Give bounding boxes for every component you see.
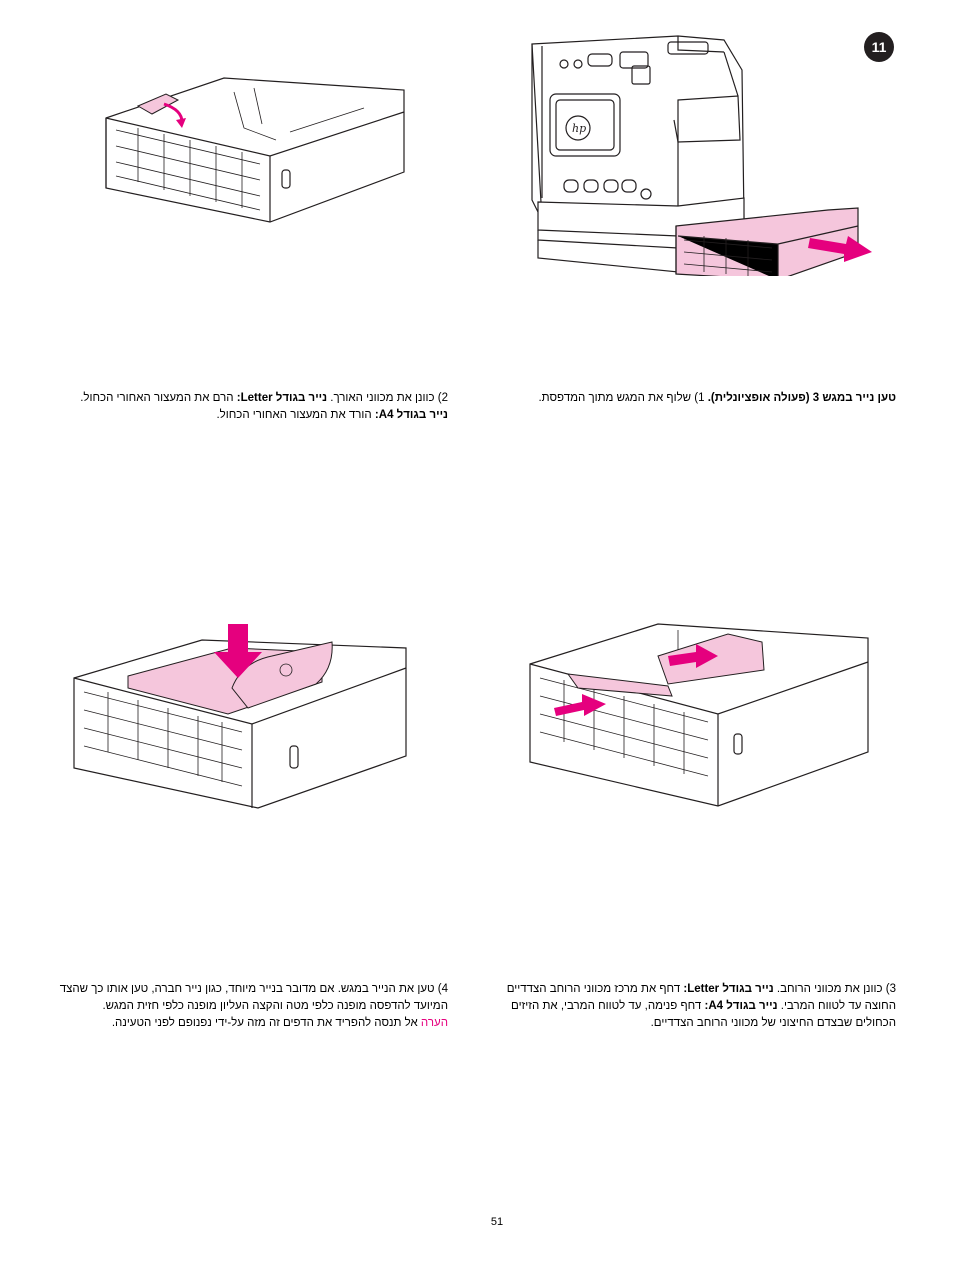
step4-body: 4) טען את הנייר במגש. אם מדובר בנייר מיו… xyxy=(58,981,448,1015)
step1-title: טען נייר במגש 3 (פעולה אופציונלית). xyxy=(707,392,896,404)
step1-text: שלוף את המגש מתוך המדפסת. xyxy=(538,392,692,404)
printer-tray-pulled-illustration: hp xyxy=(531,35,872,276)
step3-a4-label: נייר בגודל A4: xyxy=(704,1000,778,1012)
push-arrow-upper xyxy=(668,644,718,668)
step3-a4-text: דחף פנימה, עד לטווח המרבי, את הזיזים הכח… xyxy=(511,1000,896,1029)
step3-letter-label: נייר בגודל Letter: xyxy=(683,983,774,995)
load-arrow xyxy=(214,624,262,678)
step2-a4-text: הורד את המעצור האחורי הכחול. xyxy=(216,409,372,421)
step3-letter-text: דחף את מרכז מכווני הרוחב הצדדיים החוצה ע… xyxy=(506,983,896,1012)
step4-caption: 4) טען את הנייר במגש. אם מדובר בנייר מיו… xyxy=(58,981,448,1032)
step4-number: 4) xyxy=(437,983,448,995)
step4-text: טען את הנייר במגש. אם מדובר בנייר מיוחד,… xyxy=(59,983,448,1012)
tray-rear-stop-illustration xyxy=(105,77,405,223)
tray-width-guides-illustration xyxy=(529,623,869,807)
step2-text-a: כוונן את מכווני האורך. xyxy=(330,392,435,404)
step2-a4-label: נייר בגודל A4: xyxy=(374,409,448,421)
push-arrow-lower xyxy=(554,694,606,716)
hp-logo: hp xyxy=(572,122,586,135)
step1-number: 1) xyxy=(694,392,705,404)
tray-load-paper-illustration xyxy=(73,624,407,809)
step4-note: הערה אל תנסה להפריד את הדפים זה מזה על-י… xyxy=(58,1015,448,1032)
step2-letter-label: נייר בגודל Letter: xyxy=(236,392,328,404)
pull-arrow xyxy=(808,236,872,262)
step3-number: 3) xyxy=(885,983,896,995)
step2-caption: 2) כוונן את מכווני האורך. נייר בגודל Let… xyxy=(80,390,448,424)
step1-caption: טען נייר במגש 3 (פעולה אופציונלית). 1) ש… xyxy=(500,390,896,407)
step-number-badge: 11 xyxy=(864,32,894,62)
step2-number: 2) xyxy=(437,392,448,404)
page-number: 51 xyxy=(490,1216,504,1228)
step3-text-a: כוונן את מכווני הרוחב. xyxy=(776,983,883,995)
note-text: אל תנסה להפריד את הדפים זה מזה על-ידי נפ… xyxy=(111,1017,418,1029)
step2-letter-text: הרם את המעצור האחורי הכחול. xyxy=(80,392,234,404)
step3-caption: 3) כוונן את מכווני הרוחב. נייר בגודל Let… xyxy=(500,981,896,1032)
note-label: הערה xyxy=(420,1017,448,1029)
